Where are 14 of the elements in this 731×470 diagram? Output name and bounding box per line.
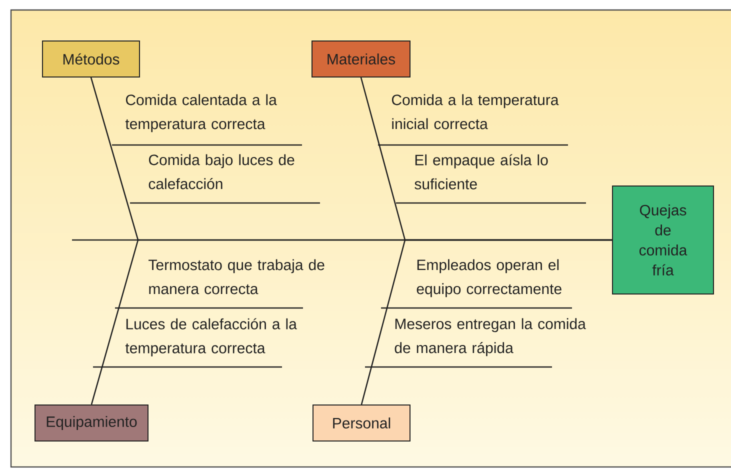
- category-box: Métodos: [42, 40, 140, 78]
- cause-text: Termostato que trabaja de manera correcta: [148, 259, 324, 294]
- cause-text: Luces de calefacción a la temperatura correcta: [125, 318, 297, 356]
- cause-text: El empaque aísla lo suficiente: [414, 154, 548, 190]
- cause-text: Comida bajo luces de calefacción: [148, 154, 294, 190]
- cause-text: Empleados operan el equipo correctamente: [416, 259, 562, 298]
- fishbone-line: [360, 239, 612, 405]
- cause-text: Comida a la temperatura inicial correcta: [392, 94, 559, 130]
- cause-text: Meseros entregan la comida de manera rápida: [394, 318, 586, 356]
- category-box: Equipamiento: [34, 404, 148, 442]
- category-box: Personal: [312, 404, 410, 442]
- cause-text: Comida calentada a la temperatura correcta: [125, 94, 277, 132]
- effect-box: Quejas de comida fría: [612, 185, 714, 294]
- category-box: Materiales: [312, 40, 410, 78]
